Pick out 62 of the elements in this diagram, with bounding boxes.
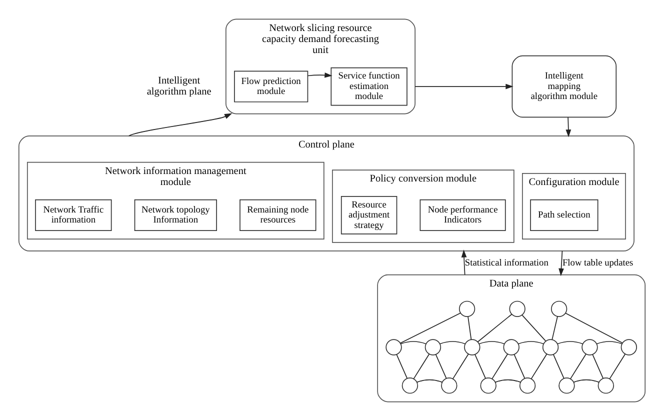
connector xyxy=(522,314,546,341)
node-circle xyxy=(441,377,458,394)
cluster: Data plane xyxy=(377,274,646,402)
arrow xyxy=(558,250,564,276)
connector xyxy=(416,378,443,382)
connector xyxy=(477,313,512,342)
connector xyxy=(573,378,600,382)
connector xyxy=(478,340,505,344)
connector xyxy=(492,353,508,379)
edge-label: Statistical information xyxy=(464,258,548,268)
node-circle xyxy=(386,338,402,355)
node-circle xyxy=(550,300,568,316)
node-box: Resource adjustment strategy xyxy=(340,196,398,234)
node-circle xyxy=(509,300,526,316)
arrow xyxy=(566,116,572,137)
connector xyxy=(557,340,584,344)
connector xyxy=(452,353,469,379)
connector xyxy=(565,312,623,343)
node-circle xyxy=(542,338,559,355)
arrow xyxy=(414,83,514,89)
connector xyxy=(570,353,586,379)
node-box: Node performance Indicators xyxy=(420,198,506,230)
arrow xyxy=(307,72,332,78)
edge-label: Flow table updates xyxy=(562,258,634,268)
node-circle xyxy=(464,338,480,355)
node-circle xyxy=(458,300,476,316)
connector xyxy=(596,340,622,344)
node-circle xyxy=(424,338,442,355)
arrow xyxy=(128,112,232,136)
connector xyxy=(552,354,564,378)
node-box: Path selection xyxy=(530,198,598,230)
arrow xyxy=(461,249,467,275)
connector xyxy=(609,353,626,379)
node-circle xyxy=(582,338,598,355)
connector xyxy=(468,316,472,340)
connector xyxy=(518,340,544,344)
node-box: Service function estimation module xyxy=(330,66,408,106)
node-box: Network topology Information xyxy=(134,198,217,230)
connector xyxy=(494,378,521,382)
node-circle xyxy=(620,338,638,355)
connector xyxy=(474,354,486,378)
node-box: Network Traffic information xyxy=(35,198,112,230)
connector xyxy=(552,316,558,340)
label: Intelligent algorithm plane xyxy=(146,75,212,98)
node-circle xyxy=(480,377,496,394)
connector xyxy=(435,354,447,378)
node-box: Intelligent mapping algorithm module xyxy=(512,54,617,118)
node-circle xyxy=(598,377,614,394)
connector xyxy=(413,353,430,379)
connector xyxy=(530,353,548,379)
connector xyxy=(400,340,426,344)
node-circle xyxy=(503,338,520,355)
connector xyxy=(514,354,526,378)
node-circle xyxy=(519,377,536,394)
connector xyxy=(400,312,461,344)
connector xyxy=(592,354,604,378)
connector xyxy=(396,354,408,378)
node-circle xyxy=(558,377,575,394)
node-box: Flow prediction module xyxy=(234,70,308,102)
connector xyxy=(440,340,466,344)
node-box: Remaining node resources xyxy=(240,198,316,230)
node-circle xyxy=(402,377,418,394)
